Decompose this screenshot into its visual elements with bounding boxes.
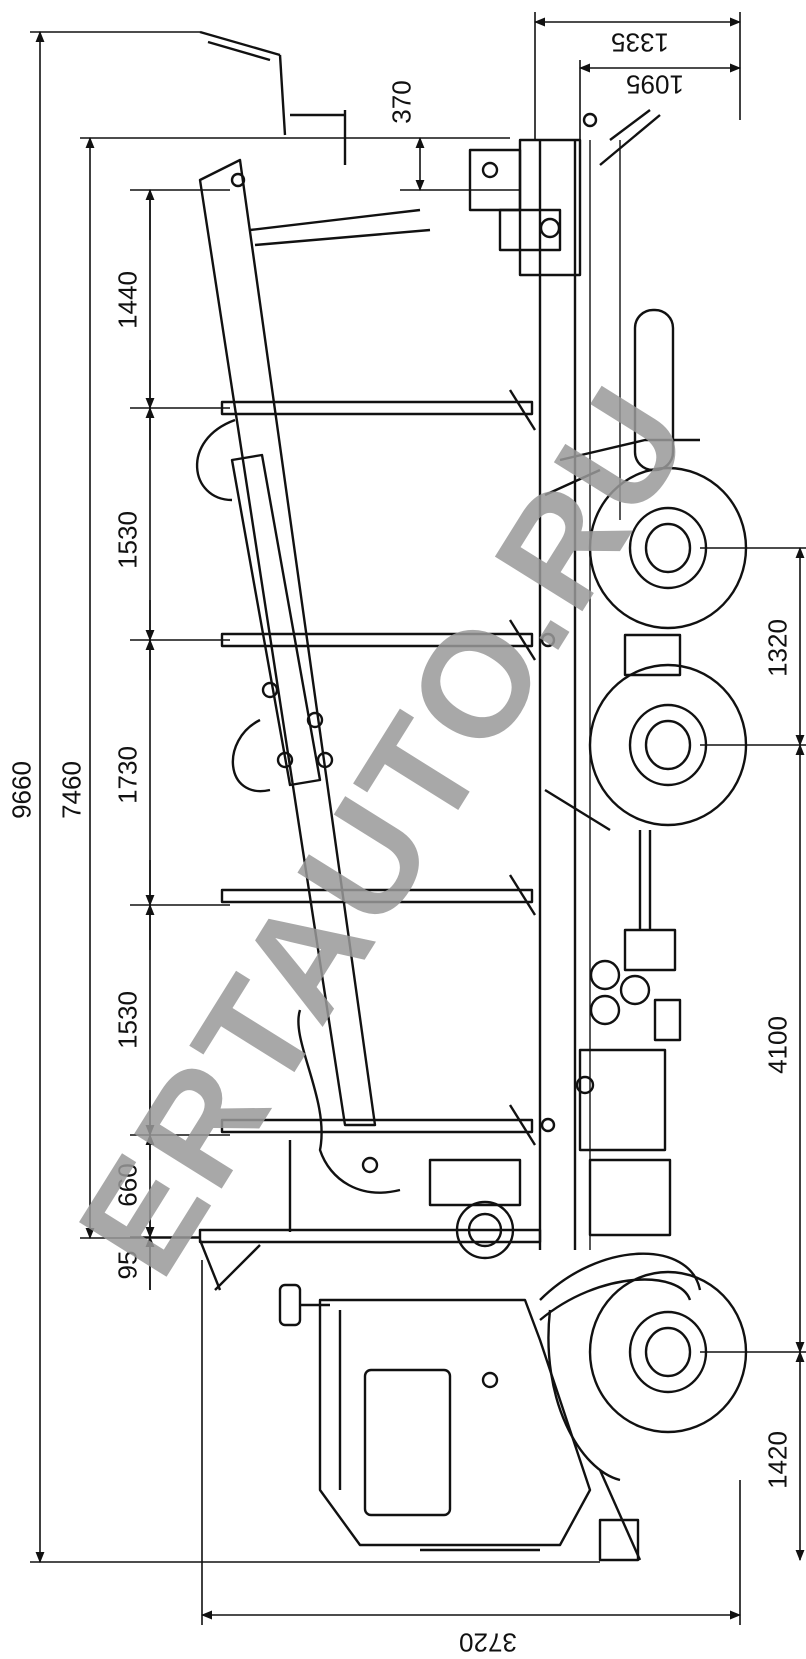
crane-boom: [195, 158, 431, 1194]
dim-wheelbase: 4100: [762, 1016, 793, 1074]
truck-outline: [195, 30, 748, 1562]
dim-front-overhang: 1420: [762, 1431, 793, 1489]
dim-stanchion-2: 1530: [112, 511, 143, 569]
cab: [278, 1200, 642, 1562]
front-wheel: [539, 1252, 748, 1482]
dim-top-width-outer: 1335: [611, 27, 669, 58]
rear-wheels: [544, 308, 748, 832]
headboard-frame: [199, 30, 661, 277]
frame-rails: [538, 140, 621, 1250]
drivetrain: [428, 830, 682, 1237]
dim-body-length: 7460: [56, 761, 87, 819]
dim-overall-length: 9660: [6, 761, 37, 819]
dimension-lines: [30, 12, 806, 1625]
dim-crane-offset: 370: [386, 80, 417, 124]
dim-stanchion-3: 1730: [112, 746, 143, 804]
dim-stanchion-4: 1530: [112, 991, 143, 1049]
stanchions: [198, 389, 556, 1291]
dim-rear-axle-spacing: 1320: [762, 619, 793, 677]
dim-stanchion-1: 1440: [112, 271, 143, 329]
dim-top-width-inner: 1095: [626, 69, 684, 100]
dim-width: 3720: [459, 1627, 517, 1658]
